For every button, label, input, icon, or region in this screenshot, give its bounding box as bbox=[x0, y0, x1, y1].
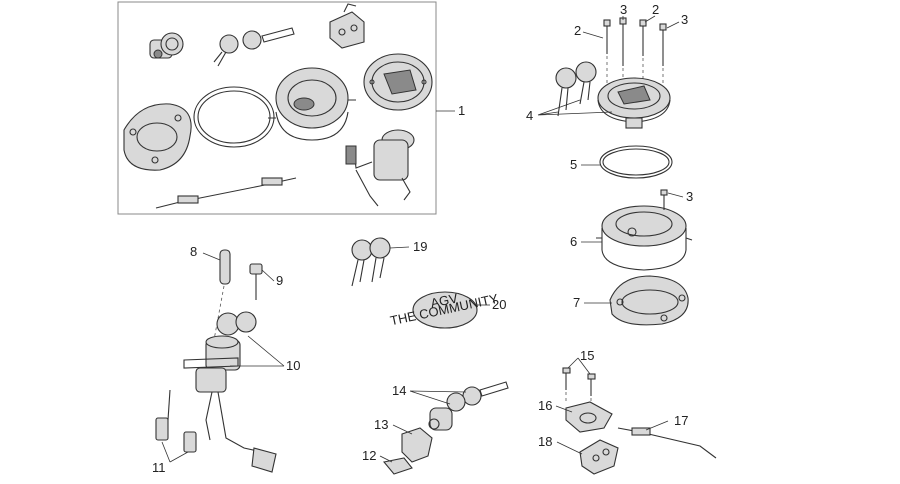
filler-ring-6 bbox=[596, 205, 693, 271]
kit-base-plate bbox=[123, 103, 192, 171]
callout-12: 12 bbox=[362, 448, 376, 463]
callout-19: 19 bbox=[413, 239, 427, 254]
fuel-cap-4 bbox=[597, 77, 671, 129]
callout-14: 14 bbox=[392, 383, 406, 398]
callout-3-b: 3 bbox=[681, 12, 688, 27]
leaders-center-bottom bbox=[379, 390, 467, 463]
callout-7: 7 bbox=[573, 295, 580, 310]
callout-9: 9 bbox=[276, 273, 283, 288]
callout-10: 10 bbox=[286, 358, 300, 373]
pin-8 bbox=[213, 249, 231, 341]
callout-2-left: 2 bbox=[574, 23, 581, 38]
callout-13: 13 bbox=[374, 417, 388, 432]
callout-numbers: 1 2 3 2 3 4 5 3 6 7 8 9 10 11 12 13 14 1… bbox=[152, 2, 693, 475]
o-ring-5 bbox=[599, 145, 673, 179]
callout-5: 5 bbox=[570, 157, 577, 172]
cable-17 bbox=[617, 427, 717, 459]
kit-bracket bbox=[329, 3, 365, 49]
callout-3-a: 3 bbox=[620, 2, 627, 17]
callout-6: 6 bbox=[570, 234, 577, 249]
callout-15: 15 bbox=[580, 348, 594, 363]
callout-20: 20 bbox=[492, 297, 506, 312]
callout-2-right: 2 bbox=[652, 2, 659, 17]
keys-4 bbox=[555, 61, 597, 117]
kit-ignition-switch bbox=[345, 129, 415, 207]
callout-16: 16 bbox=[538, 398, 552, 413]
screws-2-3 bbox=[603, 17, 667, 84]
callout-11: 11 bbox=[152, 460, 166, 475]
leaders-top-right bbox=[537, 15, 684, 304]
callout-4: 4 bbox=[526, 108, 533, 123]
gasket-16 bbox=[565, 401, 613, 433]
keys-19 bbox=[351, 237, 410, 287]
kit-cable bbox=[155, 177, 297, 209]
bolt-9 bbox=[249, 263, 263, 300]
connectors-11 bbox=[155, 417, 277, 473]
kit-lock-cylinder bbox=[149, 32, 184, 59]
ignition-switch-10 bbox=[167, 311, 263, 453]
clip-12 bbox=[382, 457, 413, 475]
lock-14 bbox=[428, 381, 509, 431]
leaders-left-bottom bbox=[161, 252, 285, 463]
kit-box-group bbox=[117, 1, 437, 215]
screw-3-lower bbox=[660, 189, 668, 210]
latch-18 bbox=[579, 439, 619, 475]
callout-8: 8 bbox=[190, 244, 197, 259]
tag-text-line1: AGV bbox=[429, 290, 459, 310]
callout-17: 17 bbox=[674, 413, 688, 428]
leaders-right-bottom bbox=[555, 357, 669, 455]
kit-keys bbox=[213, 27, 295, 67]
screws-15 bbox=[562, 367, 596, 404]
kit-filler-ring bbox=[268, 67, 356, 141]
keyring-tag-20: AGV THE COMMUNITY bbox=[389, 290, 500, 329]
kit-box-frame bbox=[117, 1, 437, 215]
kit-o-ring bbox=[193, 86, 275, 148]
callout-3-c: 3 bbox=[686, 189, 693, 204]
callout-1: 1 bbox=[458, 103, 465, 118]
callout-18: 18 bbox=[538, 434, 552, 449]
bracket-13 bbox=[401, 427, 433, 463]
base-plate-7 bbox=[609, 275, 689, 326]
kit-fuel-cap bbox=[363, 53, 433, 111]
